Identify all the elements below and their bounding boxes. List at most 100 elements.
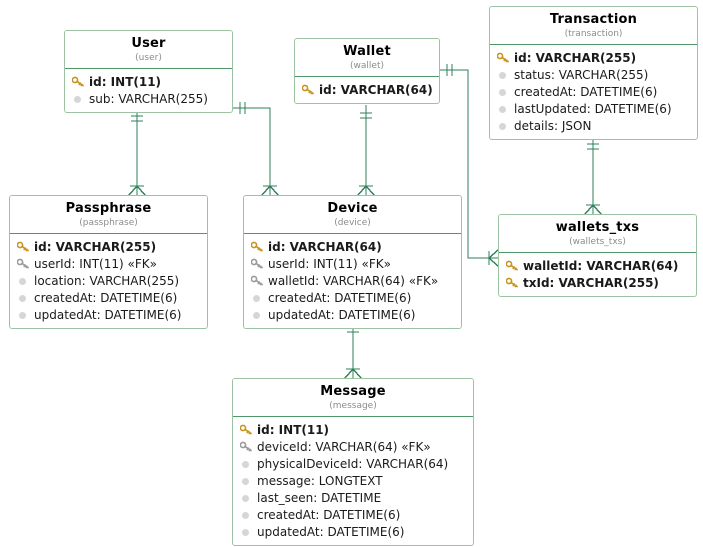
entity-device[interactable]: Device (device) id: VARCHAR(64) userId: INT… — [243, 195, 462, 329]
entity-header-message: Message(message) — [233, 379, 473, 417]
attribute-label: walletId: VARCHAR(64) «FK» — [268, 273, 439, 288]
attribute-label: id: VARCHAR(255) — [514, 50, 637, 65]
entity-header-user: User(user) — [65, 31, 232, 69]
attribute-row: deviceId: VARCHAR(64) «FK» — [239, 438, 467, 455]
entity-message[interactable]: Message(message)id: INT(11)deviceId: VAR… — [232, 378, 474, 546]
relationship-user-device — [233, 102, 279, 196]
entity-header-wallets_txs: wallets_txs (wallets_txs) — [499, 215, 696, 253]
entity-wallet[interactable]: Wallet (wallet) id: VARCHAR(64) — [294, 38, 440, 104]
attribute-label: physicalDeviceId: VARCHAR(64) — [257, 456, 449, 471]
entity-table-name-passphrase: (passphrase) — [79, 218, 138, 228]
attribute-row: createdAt: DATETIME(6) — [496, 83, 691, 100]
entity-title-device: Device — [327, 201, 378, 216]
entity-title-message: Message — [320, 384, 386, 399]
attribute-row: walletId: VARCHAR(64) «FK» — [250, 272, 455, 289]
entity-header-device: Device (device) — [244, 196, 461, 234]
field-dot-icon — [496, 68, 511, 81]
attribute-label: updatedAt: DATETIME(6) — [257, 524, 405, 539]
attribute-row: physicalDeviceId: VARCHAR(64) — [239, 455, 467, 472]
pk-key-icon — [239, 423, 254, 436]
relationship-user-passphrase — [128, 108, 146, 196]
field-dot-icon — [239, 474, 254, 487]
entity-table-name-wallet: (wallet) — [350, 61, 384, 71]
attribute-label: last_seen: DATETIME — [257, 490, 382, 505]
entity-attributes-message: id: INT(11)deviceId: VARCHAR(64) «FK»phy… — [233, 417, 473, 545]
entity-attributes-transaction: id: VARCHAR(255) status: VARCHAR(255) crea… — [490, 45, 697, 139]
pk-key-icon — [505, 259, 520, 272]
attribute-label: lastUpdated: DATETIME(6) — [514, 101, 672, 116]
attribute-label: createdAt: DATETIME(6) — [257, 507, 401, 522]
entity-header-passphrase: Passphrase (passphrase) — [10, 196, 207, 234]
field-dot-icon — [16, 274, 31, 287]
attribute-row: sub: VARCHAR(255) — [71, 90, 226, 107]
entity-table-name-wallets_txs: (wallets_txs) — [569, 237, 626, 247]
field-dot-icon — [71, 92, 86, 105]
field-dot-icon — [239, 457, 254, 470]
attribute-label: sub: VARCHAR(255) — [89, 91, 208, 106]
attribute-row: userId: INT(11) «FK» — [250, 255, 455, 272]
entity-title-wallets_txs: wallets_txs — [555, 220, 640, 235]
attribute-row: message: LONGTEXT — [239, 472, 467, 489]
entity-table-name-transaction: (transaction) — [564, 29, 623, 39]
attribute-label: details: JSON — [514, 118, 592, 133]
attribute-label: txId: VARCHAR(255) — [523, 275, 659, 290]
pk-key-icon — [301, 83, 316, 96]
entity-passphrase[interactable]: Passphrase (passphrase) id: VARCHAR(255) us… — [9, 195, 208, 329]
fk-key-icon — [239, 440, 254, 453]
attribute-row: status: VARCHAR(255) — [496, 66, 691, 83]
attribute-label: status: VARCHAR(255) — [514, 67, 649, 82]
field-dot-icon — [496, 102, 511, 115]
fk-key-icon — [250, 274, 265, 287]
field-dot-icon — [239, 508, 254, 521]
attribute-row: details: JSON — [496, 117, 691, 134]
entity-header-transaction: Transaction(transaction) — [490, 7, 697, 45]
entity-attributes-wallet: id: VARCHAR(64) — [295, 77, 439, 103]
relationship-wallet-device — [357, 105, 375, 196]
attribute-label: location: VARCHAR(255) — [34, 273, 180, 288]
entity-title-passphrase: Passphrase — [65, 201, 152, 216]
attribute-label: createdAt: DATETIME(6) — [268, 290, 412, 305]
attribute-label: userId: INT(11) «FK» — [34, 256, 157, 271]
attribute-row: createdAt: DATETIME(6) — [239, 506, 467, 523]
fk-key-icon — [250, 257, 265, 270]
entity-table-name-device: (device) — [334, 218, 371, 228]
entity-attributes-device: id: VARCHAR(64) userId: INT(11) «FK» walle… — [244, 234, 461, 328]
entity-transaction[interactable]: Transaction(transaction)id: VARCHAR(255)… — [489, 6, 698, 140]
entity-attributes-user: id: INT(11) sub: VARCHAR(255) — [65, 69, 232, 112]
fk-key-icon — [16, 257, 31, 270]
attribute-label: message: LONGTEXT — [257, 473, 383, 488]
field-dot-icon — [496, 85, 511, 98]
relationship-transaction-wallets-txs — [584, 137, 602, 215]
attribute-label: updatedAt: DATETIME(6) — [34, 307, 182, 322]
attribute-label: userId: INT(11) «FK» — [268, 256, 391, 271]
entity-attributes-wallets_txs: walletId: VARCHAR(64) txId: VARCHAR(255) — [499, 253, 696, 296]
attribute-row: location: VARCHAR(255) — [16, 272, 201, 289]
attribute-row: id: VARCHAR(64) — [250, 238, 455, 255]
entity-attributes-passphrase: id: VARCHAR(255) userId: INT(11) «FK» loca… — [10, 234, 207, 328]
field-dot-icon — [16, 308, 31, 321]
entity-wallets_txs[interactable]: wallets_txs (wallets_txs) walletId: VARCHA… — [498, 214, 697, 297]
attribute-row: id: VARCHAR(64) — [301, 81, 433, 98]
attribute-row: id: INT(11) — [71, 73, 226, 90]
attribute-label: id: INT(11) — [89, 74, 162, 89]
attribute-label: updatedAt: DATETIME(6) — [268, 307, 416, 322]
attribute-label: id: VARCHAR(255) — [34, 239, 157, 254]
attribute-row: updatedAt: DATETIME(6) — [250, 306, 455, 323]
field-dot-icon — [239, 525, 254, 538]
attribute-row: id: VARCHAR(255) — [16, 238, 201, 255]
entity-title-user: User — [131, 36, 166, 51]
attribute-row: createdAt: DATETIME(6) — [250, 289, 455, 306]
attribute-label: id: VARCHAR(64) — [268, 239, 382, 254]
attribute-row: lastUpdated: DATETIME(6) — [496, 100, 691, 117]
field-dot-icon — [496, 119, 511, 132]
entity-user[interactable]: User(user) id: INT(11) sub: VARCHAR(255) — [64, 30, 233, 113]
attribute-label: walletId: VARCHAR(64) — [523, 258, 679, 273]
pk-key-icon — [71, 75, 86, 88]
attribute-label: deviceId: VARCHAR(64) «FK» — [257, 439, 431, 454]
attribute-row: userId: INT(11) «FK» — [16, 255, 201, 272]
attribute-row: createdAt: DATETIME(6) — [16, 289, 201, 306]
entity-title-wallet: Wallet — [343, 44, 391, 59]
pk-key-icon — [505, 276, 520, 289]
attribute-label: createdAt: DATETIME(6) — [514, 84, 658, 99]
entity-header-wallet: Wallet (wallet) — [295, 39, 439, 77]
